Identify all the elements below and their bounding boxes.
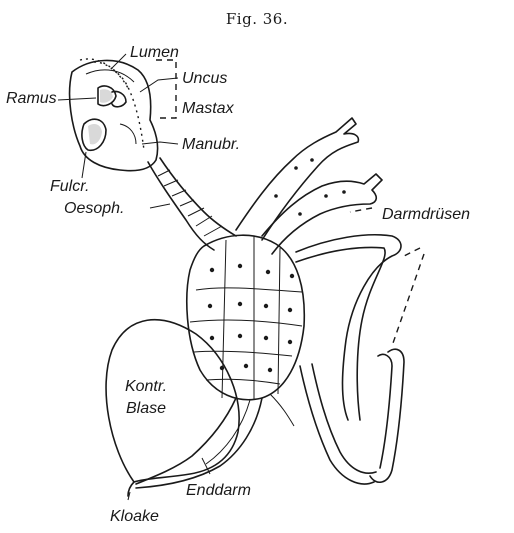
label-uncus: Uncus (182, 70, 227, 88)
label-kloake: Kloake (110, 508, 159, 526)
label-ramus: Ramus (6, 90, 57, 108)
label-manubr: Manubr. (182, 136, 240, 154)
label-enddarm: Enddarm (186, 482, 251, 500)
label-mastax: Mastax (182, 100, 234, 118)
label-blase: Blase (116, 400, 176, 418)
upper-glands (236, 118, 382, 254)
label-lumen: Lumen (130, 44, 179, 62)
mastax-region (70, 59, 158, 171)
lower-glands (296, 235, 404, 484)
label-fulcr: Fulcr. (50, 178, 89, 196)
label-darmdruesen: Darmdrüsen (382, 206, 470, 224)
oesophagus (148, 158, 236, 250)
label-oesoph: Oesoph. (64, 200, 124, 218)
label-kontr: Kontr. (116, 378, 176, 396)
cloaca (128, 482, 134, 496)
stomach-mass (187, 235, 304, 400)
